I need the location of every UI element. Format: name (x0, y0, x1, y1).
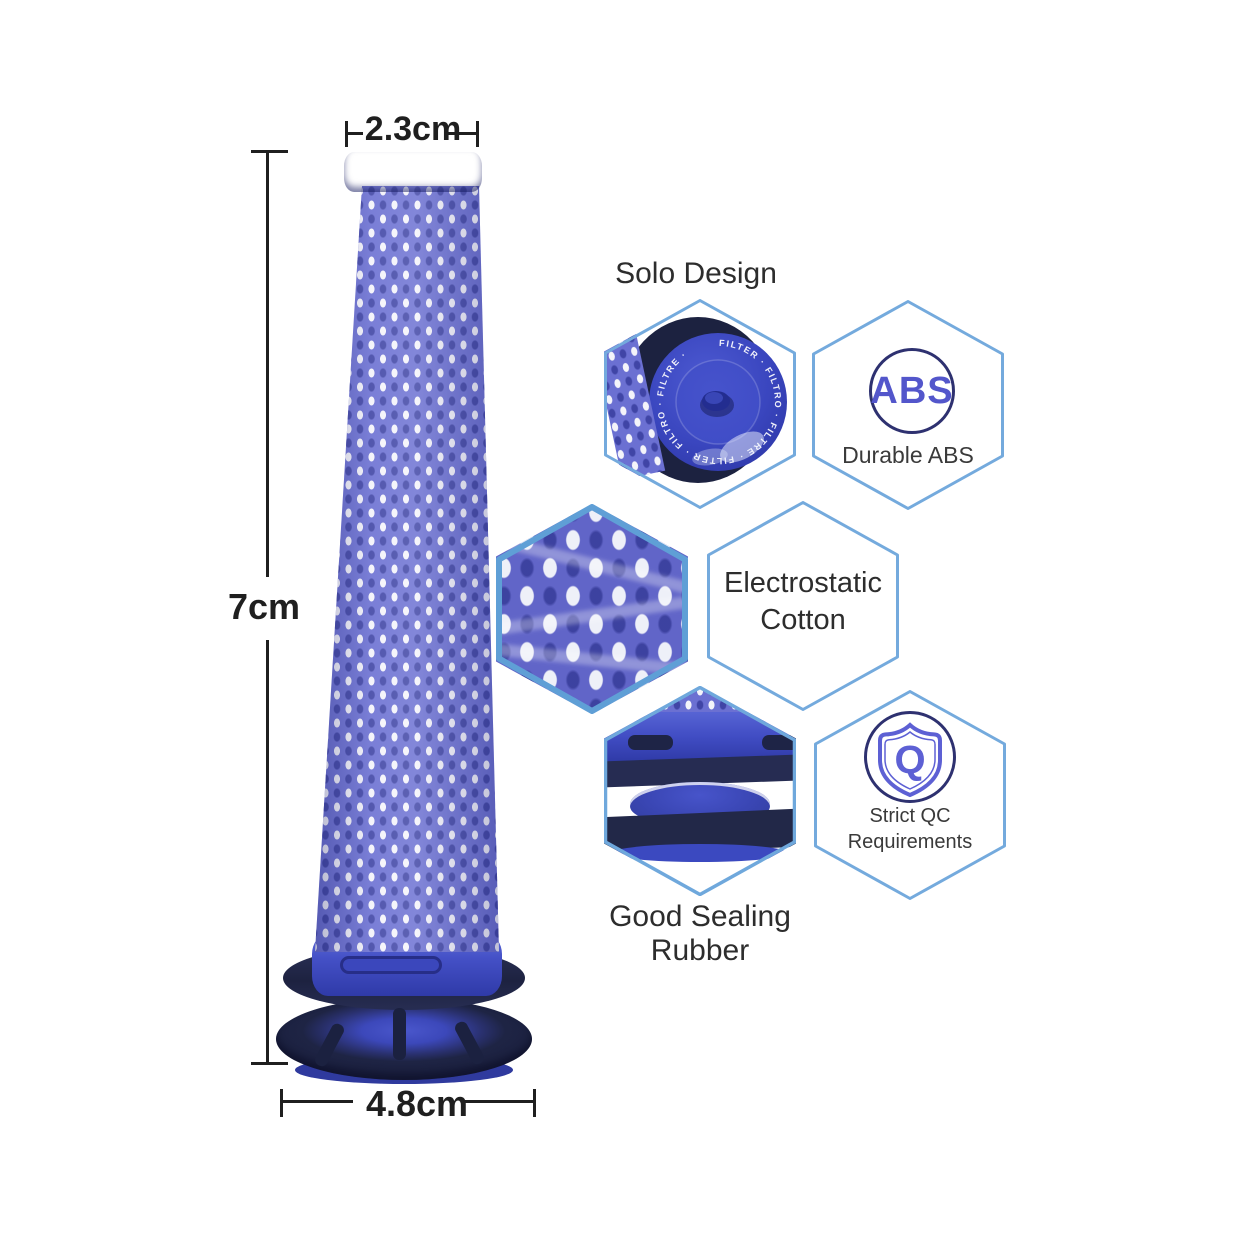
hexagon-outline (812, 300, 1004, 510)
seal-blue-bottom-edge (612, 844, 788, 862)
dim-bottom-right-segment (462, 1100, 533, 1103)
electrostatic-line2: Cotton (760, 604, 846, 636)
dim-bottom-right-tick (533, 1089, 536, 1117)
hexagon-outline (604, 686, 796, 896)
dim-left-lower-segment (266, 640, 269, 1062)
dim-top-label: 2.3cm (363, 110, 463, 149)
dim-bottom-left-tick (280, 1089, 283, 1117)
qc-letter: Q (894, 738, 925, 782)
dim-left-upper-segment (266, 153, 269, 577)
dim-top-left-tick (345, 121, 348, 147)
filter-top-view-photo: FILTER · FILTRO · FILTRE · FILTER · FILT… (621, 317, 787, 483)
dim-left-bottom-tick (251, 1062, 288, 1065)
strict-qc-line2: Requirements (847, 831, 973, 853)
abs-circle-badge: ABS (869, 348, 955, 434)
filter-mesh-body (315, 186, 499, 952)
hexagon-outline (604, 299, 796, 509)
abs-badge-text: ABS (870, 369, 954, 412)
mesh-closeup-photo (496, 504, 688, 714)
hexagon-outline (814, 690, 1006, 900)
dim-top-right-tick (476, 121, 479, 147)
hexagon-sealing-photo (604, 686, 796, 896)
stem-top (705, 392, 723, 404)
strict-qc-label: Strict QC Requirements (814, 803, 1006, 855)
solo-design-label: Solo Design (615, 257, 777, 290)
dim-left-top-tick (251, 150, 288, 153)
dim-bottom-label: 4.8cm (353, 1083, 481, 1125)
dim-bottom-left-segment (283, 1100, 371, 1103)
electrostatic-cotton-label: Electrostatic Cotton (707, 565, 899, 639)
hexagon-strict-qc: Q Strict QC Requirements (814, 690, 1006, 900)
electrostatic-line1: Electrostatic (724, 567, 882, 599)
good-sealing-line1: Good Sealing (609, 900, 791, 933)
face-highlight (720, 431, 764, 463)
filter-collar-slot (340, 956, 442, 974)
hexagon-electrostatic-cotton: Electrostatic Cotton (707, 501, 899, 711)
hexagon-durable-abs: ABS Durable ABS (812, 300, 1004, 510)
strict-qc-line1: Strict QC (869, 805, 951, 827)
face-highlight-2 (692, 448, 728, 466)
hexagon-outline (496, 504, 688, 714)
durable-abs-label: Durable ABS (842, 442, 974, 468)
dim-top-right-segment (448, 132, 476, 135)
seal-collar-slot (762, 735, 796, 750)
base-spoke (393, 1008, 406, 1060)
good-sealing-line2: Rubber (650, 934, 750, 967)
dim-left-label: 7cm (212, 586, 316, 628)
hexagon-outline (707, 501, 899, 711)
filter-top-cap (344, 152, 482, 192)
hexagon-solo-design: FILTER · FILTRO · FILTRE · FILTER · FILT… (604, 299, 796, 509)
filter-body-shading (315, 186, 499, 952)
hexagon-mesh-closeup (496, 504, 688, 714)
good-sealing-label: Good Sealing Rubber (575, 900, 825, 968)
seal-collar-slot (628, 735, 673, 750)
qc-shield-icon: Q (864, 711, 956, 803)
filter-mesh-texture (315, 186, 499, 952)
